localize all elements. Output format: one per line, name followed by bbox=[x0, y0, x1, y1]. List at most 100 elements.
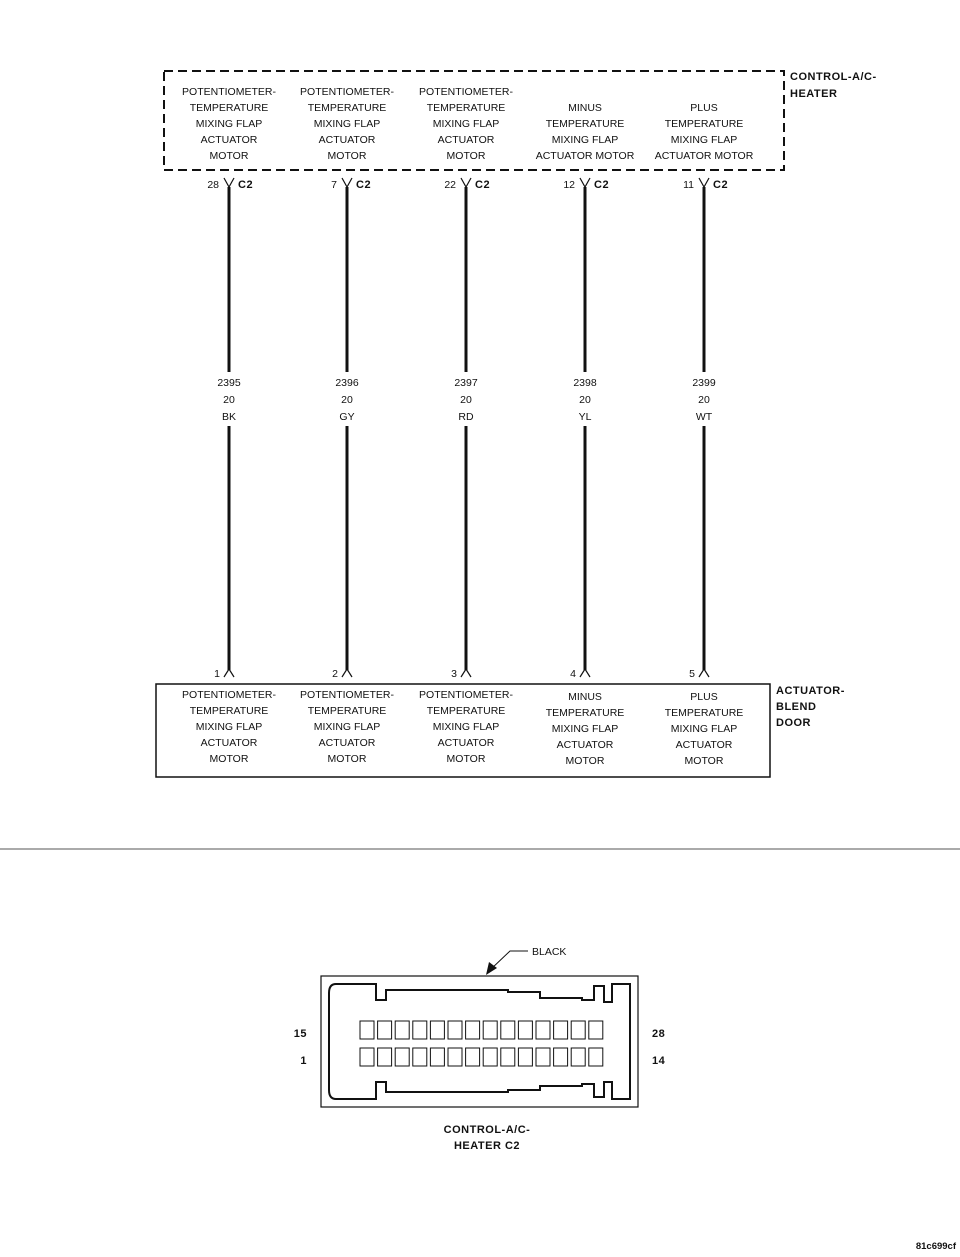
circuit-3: POTENTIOMETER- TEMPERATURE MIXING FLAP ACTU… bbox=[419, 86, 513, 765]
black-callout-label: BLACK bbox=[532, 946, 566, 958]
wire-gauge: 20 bbox=[341, 394, 353, 406]
bottom-label-line: MOTOR bbox=[328, 753, 367, 765]
wire-number: 2397 bbox=[454, 377, 478, 389]
figure-id: 81c699cf bbox=[916, 1241, 957, 1252]
top-pin-number: 28 bbox=[207, 179, 219, 191]
bottom-label-line: MOTOR bbox=[210, 753, 249, 765]
pin-number-bottom-left: 1 bbox=[300, 1055, 307, 1067]
connector-cavity bbox=[500, 1047, 516, 1067]
top-label-line: MINUS bbox=[568, 102, 602, 114]
bottom-label-line: MINUS bbox=[568, 691, 602, 703]
connector-cavity bbox=[465, 1047, 481, 1067]
top-label-line: MIXING FLAP bbox=[196, 118, 263, 130]
terminal-icon bbox=[223, 667, 235, 678]
bottom-label-line: MOTOR bbox=[447, 753, 486, 765]
connector-cavity bbox=[517, 1020, 533, 1040]
top-label-line: ACTUATOR bbox=[438, 134, 495, 146]
top-pin-number: 7 bbox=[331, 179, 337, 191]
terminal-icon bbox=[460, 177, 472, 189]
top-label-line: POTENTIOMETER- bbox=[300, 86, 394, 98]
actuator-blend-door-name-line-2: BLEND bbox=[776, 701, 816, 713]
wire-number: 2398 bbox=[573, 377, 597, 389]
connector-id: C2 bbox=[475, 179, 490, 191]
bottom-label-line: TEMPERATURE bbox=[427, 705, 506, 717]
wire-gauge: 20 bbox=[223, 394, 235, 406]
connector-cavity bbox=[535, 1047, 551, 1067]
top-label-line: MIXING FLAP bbox=[433, 118, 500, 130]
wire-color: GY bbox=[339, 411, 354, 423]
terminal-icon bbox=[460, 667, 472, 678]
circuit-1: POTENTIOMETER- TEMPERATURE MIXING FLAP ACTU… bbox=[182, 86, 276, 765]
connector-cavity bbox=[377, 1047, 393, 1067]
bottom-label-line: MIXING FLAP bbox=[552, 723, 619, 735]
control-ac-heater-name-line-1: CONTROL-A/C- bbox=[790, 71, 877, 83]
bottom-pin-number: 1 bbox=[214, 668, 220, 680]
top-label-line: ACTUATOR MOTOR bbox=[655, 150, 754, 162]
circuits-group: POTENTIOMETER- TEMPERATURE MIXING FLAP ACTU… bbox=[182, 86, 754, 767]
connector-cavity bbox=[465, 1020, 481, 1040]
bottom-label-line: ACTUATOR bbox=[319, 737, 376, 749]
bottom-label-line: POTENTIOMETER- bbox=[419, 689, 513, 701]
top-label-line: MIXING FLAP bbox=[671, 134, 738, 146]
bottom-pin-number: 3 bbox=[451, 668, 457, 680]
connector-cavity bbox=[553, 1047, 569, 1067]
control-ac-heater-name-line-2: HEATER bbox=[790, 88, 837, 100]
bottom-label-line: MIXING FLAP bbox=[314, 721, 381, 733]
circuit-2: POTENTIOMETER- TEMPERATURE MIXING FLAP ACTU… bbox=[300, 86, 394, 765]
terminal-icon bbox=[223, 177, 235, 189]
black-callout-leader bbox=[489, 950, 528, 971]
top-label-line: PLUS bbox=[690, 102, 717, 114]
wire-color: RD bbox=[458, 411, 474, 423]
connector-cavity bbox=[517, 1047, 533, 1067]
wire-number: 2399 bbox=[692, 377, 716, 389]
terminal-icon bbox=[341, 177, 353, 189]
connector-cavity bbox=[394, 1020, 410, 1040]
terminal-icon bbox=[579, 667, 591, 678]
top-label-line: ACTUATOR MOTOR bbox=[536, 150, 635, 162]
bottom-label-line: PLUS bbox=[690, 691, 717, 703]
connector-cavity bbox=[482, 1047, 498, 1067]
bottom-label-line: MIXING FLAP bbox=[196, 721, 263, 733]
top-pin-number: 22 bbox=[444, 179, 456, 191]
connector-cavity bbox=[377, 1020, 393, 1040]
top-label-line: MIXING FLAP bbox=[552, 134, 619, 146]
connector-cavity bbox=[570, 1020, 586, 1040]
bottom-label-line: MIXING FLAP bbox=[433, 721, 500, 733]
top-pin-number: 12 bbox=[563, 179, 575, 191]
black-callout-arrowhead-icon bbox=[486, 962, 497, 975]
wire-color: BK bbox=[222, 411, 236, 423]
wire-number: 2395 bbox=[217, 377, 241, 389]
circuit-5: PLUS TEMPERATURE MIXING FLAP ACTUATOR MOTOR… bbox=[655, 102, 754, 767]
connector-id: C2 bbox=[356, 179, 371, 191]
connector-cavity bbox=[394, 1047, 410, 1067]
bottom-label-line: ACTUATOR bbox=[201, 737, 258, 749]
top-label-line: TEMPERATURE bbox=[308, 102, 387, 114]
top-label-line: MOTOR bbox=[447, 150, 486, 162]
bottom-label-line: MIXING FLAP bbox=[671, 723, 738, 735]
top-label-line: TEMPERATURE bbox=[546, 118, 625, 130]
connector-cavity bbox=[447, 1020, 463, 1040]
bottom-label-line: POTENTIOMETER- bbox=[300, 689, 394, 701]
wire-color: YL bbox=[579, 411, 592, 423]
connector-title-line-2: HEATER C2 bbox=[454, 1140, 520, 1152]
bottom-label-line: TEMPERATURE bbox=[665, 707, 744, 719]
bottom-label-line: ACTUATOR bbox=[438, 737, 495, 749]
circuit-4: MINUS TEMPERATURE MIXING FLAP ACTUATOR MOTO… bbox=[536, 102, 635, 767]
connector-cavity bbox=[588, 1047, 604, 1067]
connector-outer-shell bbox=[320, 975, 639, 1108]
pin-number-top-left: 15 bbox=[294, 1028, 307, 1040]
top-label-line: TEMPERATURE bbox=[190, 102, 269, 114]
terminal-icon bbox=[698, 667, 710, 678]
connector-id: C2 bbox=[594, 179, 609, 191]
wire-color: WT bbox=[696, 411, 713, 423]
bottom-label-line: ACTUATOR bbox=[676, 739, 733, 751]
connector-cavity bbox=[359, 1047, 375, 1067]
wire-gauge: 20 bbox=[579, 394, 591, 406]
pin-number-bottom-right: 14 bbox=[652, 1055, 666, 1067]
actuator-blend-door-module-box bbox=[155, 683, 771, 778]
connector-cavity bbox=[429, 1020, 445, 1040]
terminal-icon bbox=[698, 177, 710, 189]
top-label-line: POTENTIOMETER- bbox=[182, 86, 276, 98]
connector-cavity bbox=[500, 1020, 516, 1040]
